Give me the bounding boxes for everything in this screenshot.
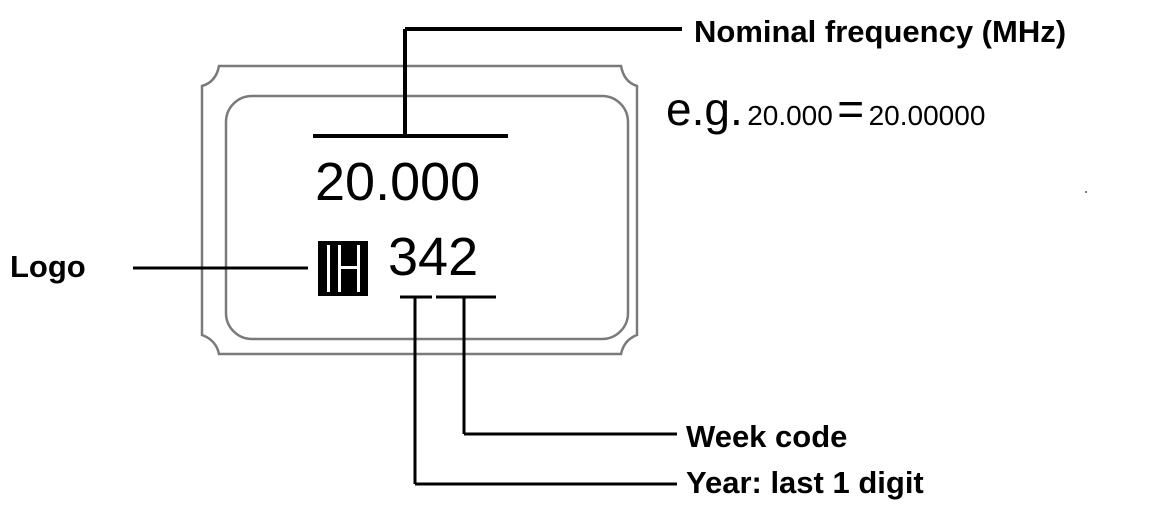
week-code-label: Week code — [686, 419, 848, 454]
logo-mark-icon — [318, 241, 368, 296]
package-outer-outline — [200, 64, 639, 356]
marking-frequency-text: 20.000 — [315, 152, 481, 212]
year-label: Year: last 1 digit — [686, 465, 924, 500]
nominal-frequency-label: Nominal frequency (MHz) — [694, 14, 1067, 49]
example-short-value: 20.000 — [747, 100, 833, 131]
example-prefix: e.g. — [666, 83, 743, 135]
logo-label: Logo — [10, 249, 86, 284]
example-equals-sign: = — [837, 83, 865, 135]
frequency-example: e.g. 20.000 = 20.00000 — [666, 86, 985, 132]
marking-date-code-text: 342 — [388, 227, 479, 287]
example-full-value: 20.00000 — [868, 100, 986, 131]
package-inner-outline — [224, 94, 630, 341]
stray-dot — [1085, 191, 1087, 193]
